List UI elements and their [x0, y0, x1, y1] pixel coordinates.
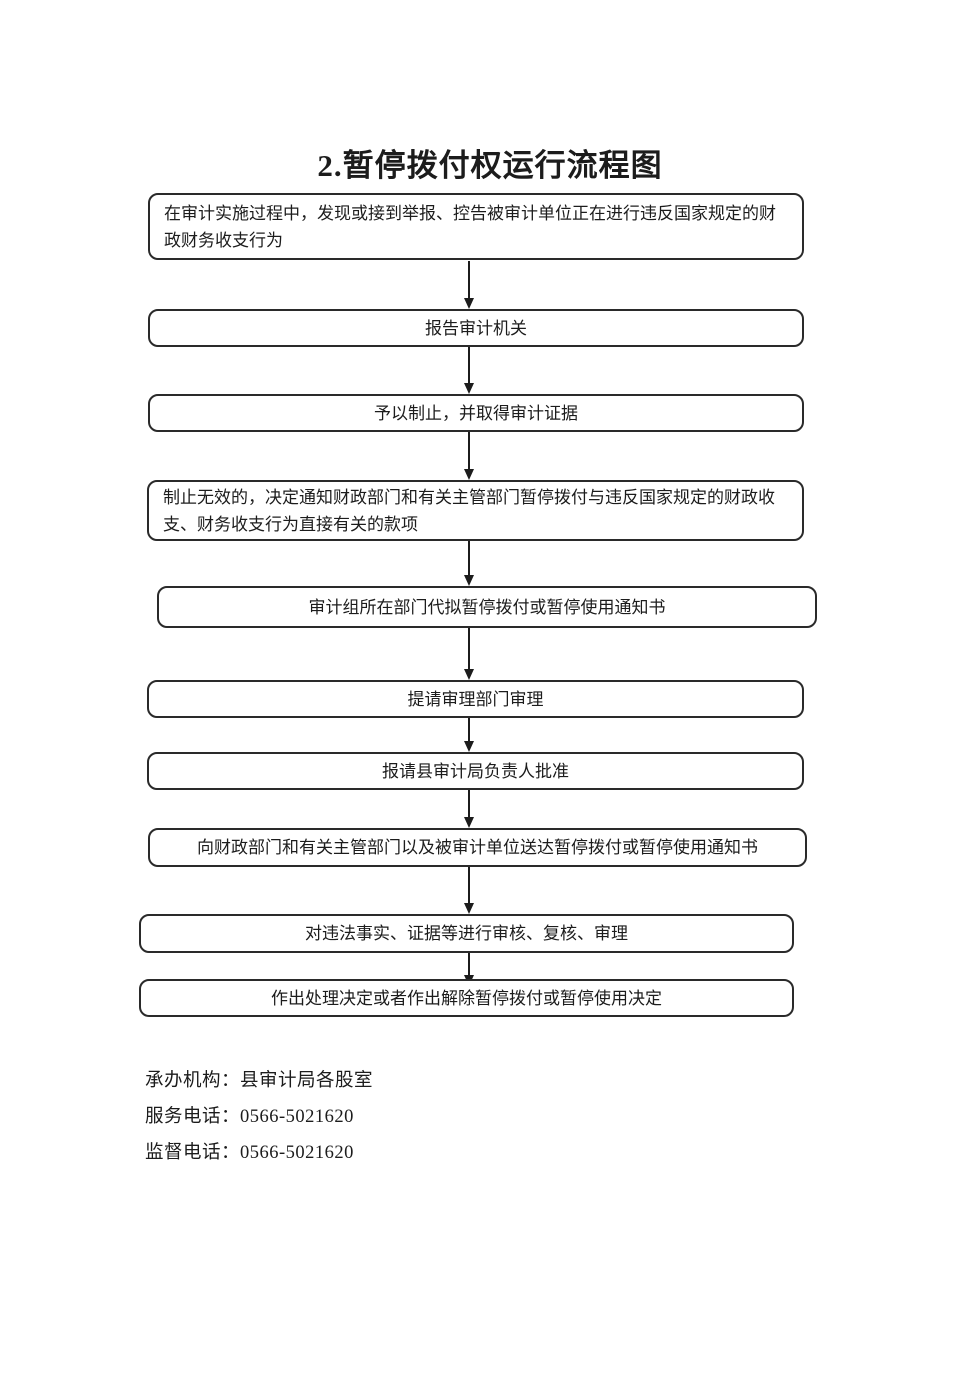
flow-arrow-6-down-icon [464, 718, 474, 752]
flow-arrow-3-down-icon [464, 432, 474, 480]
flow-arrow-5-down-icon [464, 628, 474, 680]
footer-service-phone-line: 服务电话：0566-5021620 [145, 1107, 354, 1127]
flow-step-6: 提请审理部门审理 [147, 680, 804, 718]
flow-arrow-9-down-icon [464, 953, 474, 986]
page-title: 2.暂停拨付权运行流程图 [317, 148, 663, 183]
flow-step-4: 制止无效的，决定通知财政部门和有关主管部门暂停拨付与违反国家规定的财政收 支、财… [147, 480, 804, 541]
flow-step-1: 在审计实施过程中，发现或接到举报、控告被审计单位正在进行违反国家规定的财 政财务… [148, 193, 804, 260]
flow-step-5: 审计组所在部门代拟暂停拨付或暂停使用通知书 [157, 586, 817, 628]
footer: 承办机构：县审计局各股室 服务电话：0566-5021620 监督电话：0566… [145, 1070, 373, 1178]
footer-agency-line: 承办机构：县审计局各股室 [145, 1071, 374, 1091]
flow-arrow-2-down-icon [464, 347, 474, 394]
footer-supervision-phone-line: 监督电话：0566-5021620 [145, 1143, 354, 1163]
flow-step-10: 作出处理决定或者作出解除暂停拨付或暂停使用决定 [139, 979, 794, 1017]
flow-arrow-7-down-icon [464, 790, 474, 828]
flow-arrow-8-down-icon [464, 867, 474, 914]
flow-step-9: 对违法事实、证据等进行审核、复核、审理 [139, 914, 794, 953]
flow-step-2: 报告审计机关 [148, 309, 804, 347]
flow-arrow-4-down-icon [464, 541, 474, 586]
flow-step-3: 予以制止，并取得审计证据 [148, 394, 804, 432]
flow-arrow-1-down-icon [464, 261, 474, 309]
flow-step-8: 向财政部门和有关主管部门以及被审计单位送达暂停拨付或暂停使用通知书 [148, 828, 807, 867]
flow-step-7: 报请县审计局负责人批准 [147, 752, 804, 790]
